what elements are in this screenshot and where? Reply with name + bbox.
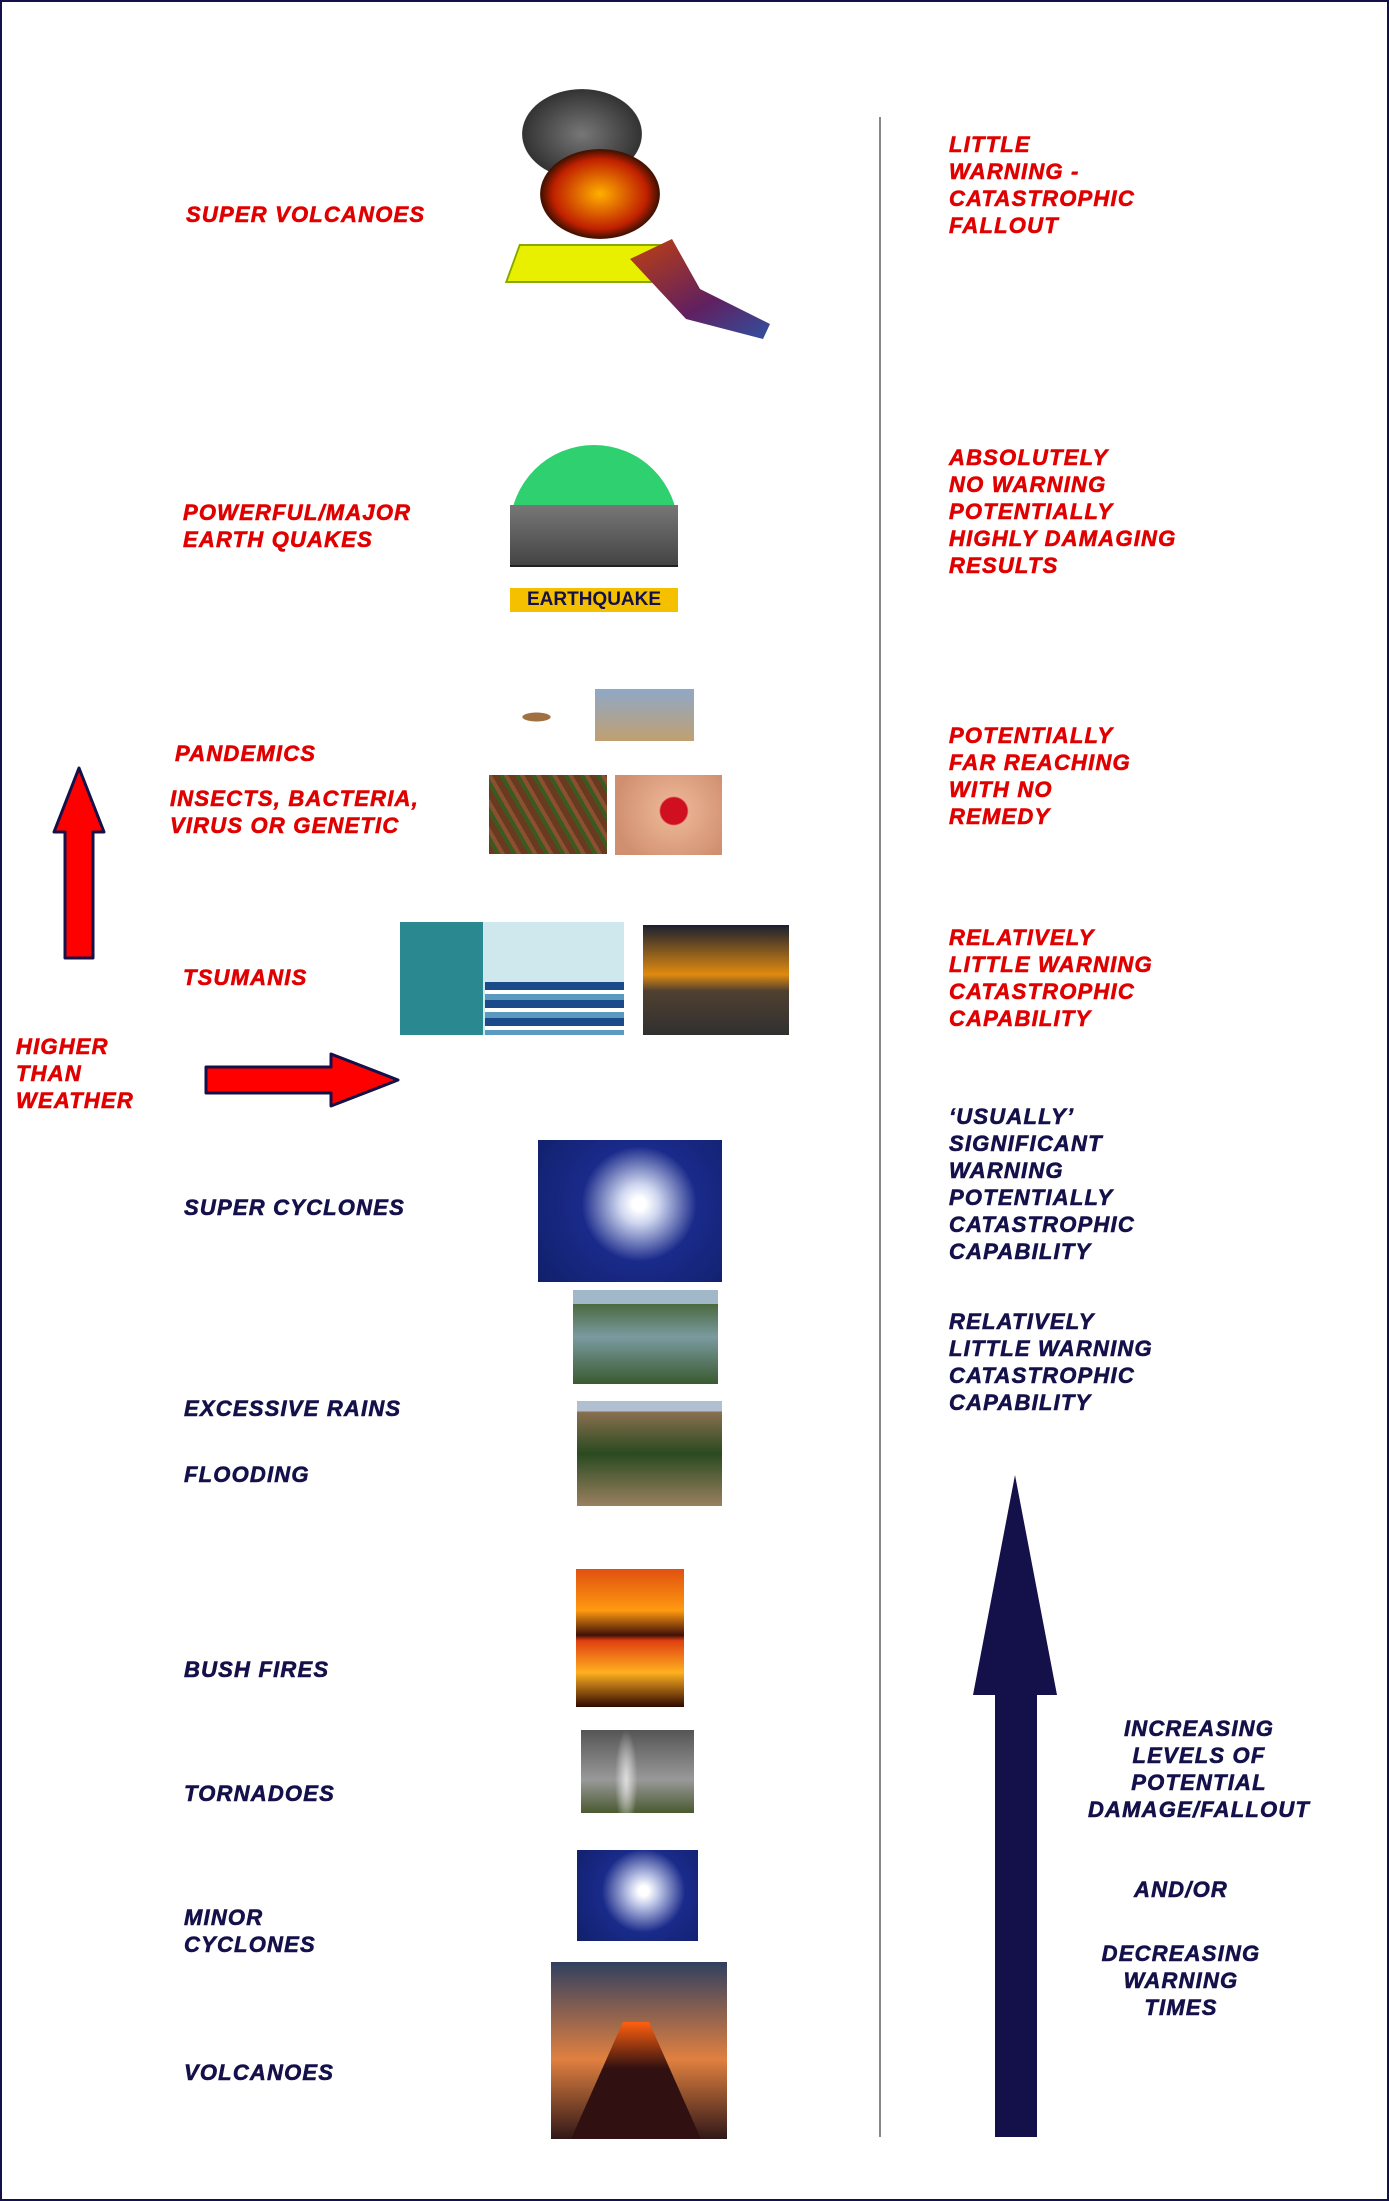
label-insects: INSECTS, BACTERIA, VIRUS OR GENETIC bbox=[170, 786, 419, 839]
tsunami-city-image bbox=[643, 925, 789, 1035]
blood-mosquito-image bbox=[615, 775, 722, 855]
locusts-image bbox=[489, 775, 607, 854]
label-excessive-rains: EXCESSIVE RAINS bbox=[184, 1396, 402, 1422]
earthquake-badge: EARTHQUAKE bbox=[510, 588, 678, 612]
label-tsunamis: TSUMANIS bbox=[183, 965, 308, 991]
label-higher-than-weather: HIGHER THAN WEATHER bbox=[16, 1034, 134, 1114]
mosquito-image bbox=[489, 702, 584, 732]
desc-rains: RELATIVELY LITTLE WARNING CATASTROPHIC C… bbox=[949, 1309, 1153, 1416]
tornado-image bbox=[581, 1730, 694, 1813]
label-volcanoes: VOLCANOES bbox=[184, 2060, 335, 2086]
desc-pandemics: POTENTIALLY FAR REACHING WITH NO REMEDY bbox=[949, 723, 1131, 830]
wave-image bbox=[400, 922, 624, 1035]
locust-swarm-image bbox=[595, 689, 694, 741]
super-cyclone-image bbox=[538, 1140, 722, 1282]
flood-image-2 bbox=[577, 1401, 722, 1506]
label-flooding: FLOODING bbox=[184, 1462, 310, 1488]
minor-cyclone-image bbox=[577, 1850, 698, 1941]
scale-decreasing: DECREASING WARNING TIMES bbox=[1101, 1941, 1261, 2021]
red-right-arrow bbox=[204, 1052, 400, 1108]
label-super-volcanoes: SUPER VOLCANOES bbox=[186, 202, 426, 228]
red-up-arrow bbox=[52, 766, 106, 960]
scale-and-or: AND/OR bbox=[1134, 1877, 1228, 1903]
label-bush-fires: BUSH FIRES bbox=[184, 1657, 330, 1683]
flood-image-1 bbox=[573, 1290, 718, 1384]
scale-increasing: INCREASING LEVELS OF POTENTIAL DAMAGE/FA… bbox=[1087, 1716, 1311, 1823]
label-tornadoes: TORNADOES bbox=[184, 1781, 335, 1807]
label-earthquakes: POWERFUL/MAJOR EARTH QUAKES bbox=[183, 500, 412, 553]
volcano-image bbox=[551, 1962, 727, 2139]
label-super-cyclones: SUPER CYCLONES bbox=[184, 1195, 405, 1221]
desc-earthquakes: ABSOLUTELY NO WARNING POTENTIALLY HIGHLY… bbox=[949, 445, 1177, 579]
label-pandemics: PANDEMICS bbox=[175, 741, 317, 767]
desc-tsunamis: RELATIVELY LITTLE WARNING CATASTROPHIC C… bbox=[949, 925, 1153, 1032]
super-volcano-image bbox=[504, 89, 771, 346]
desc-super-cyclones: ‘USUALLY’ SIGNIFICANT WARNING POTENTIALL… bbox=[949, 1104, 1135, 1265]
earthquake-image: EARTHQUAKE bbox=[510, 445, 678, 612]
label-minor-cyclones: MINOR CYCLONES bbox=[184, 1905, 316, 1958]
navy-up-arrow bbox=[973, 1475, 1057, 2137]
bush-fire-image bbox=[576, 1569, 684, 1707]
desc-super-volcanoes: LITTLE WARNING - CATASTROPHIC FALLOUT bbox=[949, 132, 1135, 239]
divider-line bbox=[879, 117, 881, 2137]
